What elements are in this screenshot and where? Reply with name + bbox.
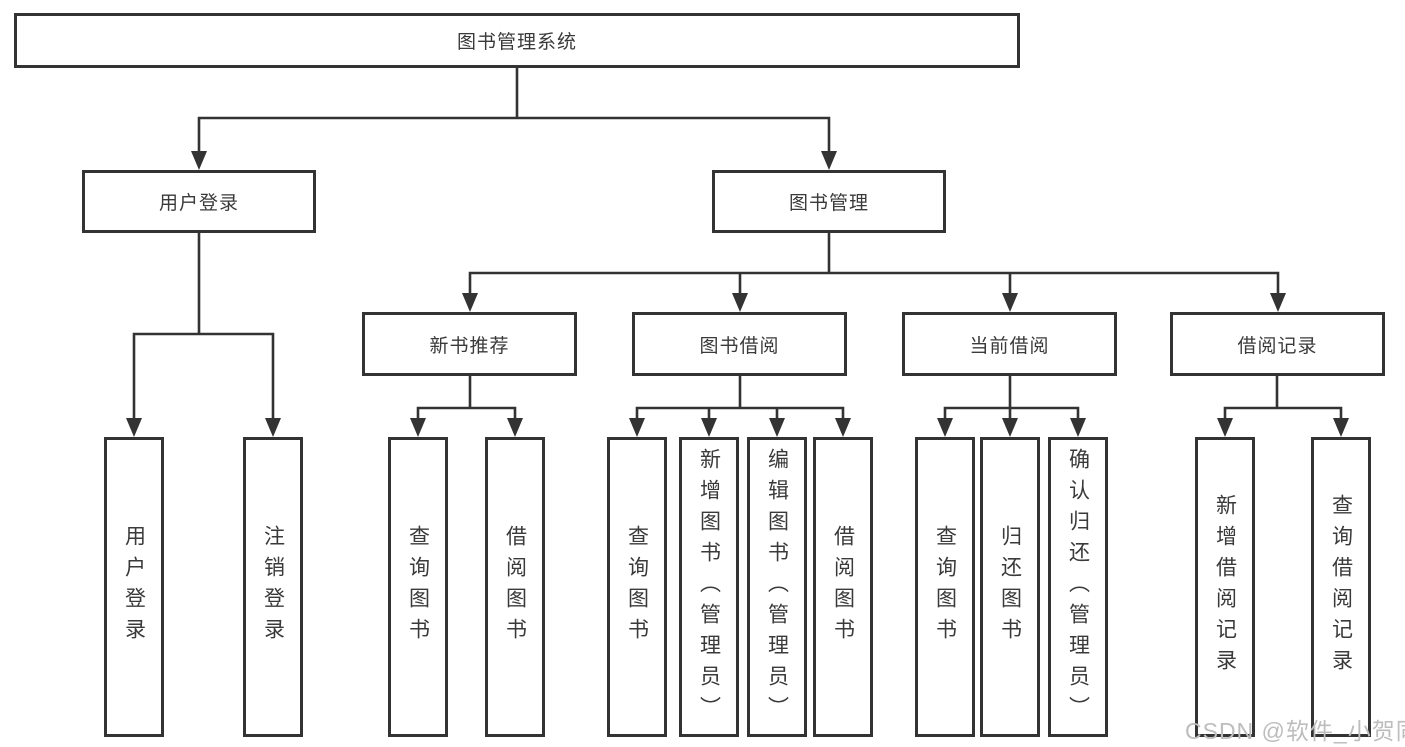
csdn-watermark: CSDN @软件_小贺同学 xyxy=(1185,718,1405,744)
node-label: 编辑图书（管理员） xyxy=(765,447,789,727)
leaf-borrow-books-recommend: 借阅图书 xyxy=(485,437,545,737)
leaf-query-books-borrowing: 查询图书 xyxy=(607,437,667,737)
leaf-user-login: 用户登录 xyxy=(104,437,164,737)
node-label: 图书借阅 xyxy=(699,335,780,357)
node-library-management-system: 图书管理系统 xyxy=(14,13,1020,68)
node-label: 注销登录 xyxy=(261,525,285,649)
node-label: 新增借阅记录 xyxy=(1213,494,1237,680)
leaf-query-books-current: 查询图书 xyxy=(915,437,975,737)
node-label: 查询图书 xyxy=(933,525,957,649)
node-label: 借阅图书 xyxy=(503,525,527,649)
leaf-logout: 注销登录 xyxy=(243,437,303,737)
node-label: 归还图书 xyxy=(998,525,1022,649)
node-label: 新增图书（管理员） xyxy=(697,447,721,727)
leaf-confirm-return-admin: 确认归还（管理员） xyxy=(1048,437,1108,737)
node-label: 图书管理系统 xyxy=(456,32,577,53)
node-book-borrowing: 图书借阅 xyxy=(632,312,847,376)
leaf-query-borrow-record: 查询借阅记录 xyxy=(1311,437,1371,737)
node-borrowing-records: 借阅记录 xyxy=(1170,312,1385,376)
leaf-edit-books-admin: 编辑图书（管理员） xyxy=(747,437,807,737)
leaf-borrow-books-borrowing: 借阅图书 xyxy=(813,437,873,737)
node-book-management: 图书管理 xyxy=(712,170,946,233)
node-label: 用户登录 xyxy=(122,525,146,649)
node-label: 借阅记录 xyxy=(1237,335,1318,357)
node-current-borrowing: 当前借阅 xyxy=(902,312,1117,376)
leaf-query-books-recommend: 查询图书 xyxy=(388,437,448,737)
node-label: 用户登录 xyxy=(158,193,239,214)
node-label: 当前借阅 xyxy=(969,335,1050,357)
node-user-login: 用户登录 xyxy=(82,170,316,233)
node-label: 查询借阅记录 xyxy=(1329,494,1353,680)
node-label: 借阅图书 xyxy=(831,525,855,649)
leaf-return-books: 归还图书 xyxy=(980,437,1040,737)
leaf-add-borrow-record: 新增借阅记录 xyxy=(1195,437,1255,737)
node-label: 查询图书 xyxy=(406,525,430,649)
node-label: 图书管理 xyxy=(788,193,869,214)
node-label: 确认归还（管理员） xyxy=(1066,447,1090,727)
node-label: 新书推荐 xyxy=(429,335,510,357)
leaf-add-books-admin: 新增图书（管理员） xyxy=(679,437,739,737)
node-new-book-recommendation: 新书推荐 xyxy=(362,312,577,376)
node-label: 查询图书 xyxy=(625,525,649,649)
